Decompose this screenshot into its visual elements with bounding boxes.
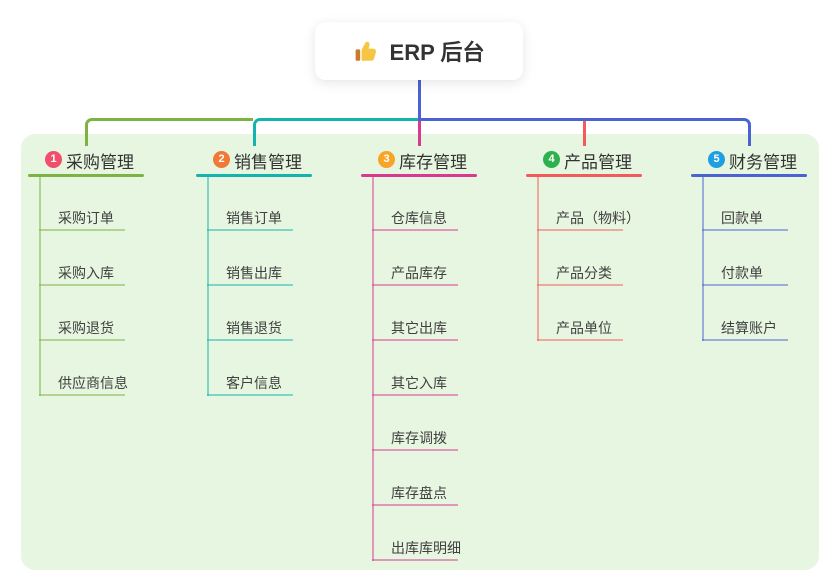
child-node-label[interactable]: 采购订单 — [58, 210, 114, 226]
child-node-underline — [372, 504, 458, 506]
child-node-label[interactable]: 其它入库 — [391, 375, 447, 391]
child-node-underline — [702, 284, 788, 286]
thumbs-up-icon — [354, 38, 380, 64]
child-node-underline — [372, 449, 458, 451]
child-node-label[interactable]: 其它出库 — [391, 320, 447, 336]
child-node-underline — [207, 339, 293, 341]
bus-segment-branch-1 — [84, 118, 253, 146]
branch-title-underline — [196, 174, 312, 177]
branches-panel — [21, 134, 819, 570]
branch-title-underline — [361, 174, 477, 177]
child-node-label[interactable]: 出库库明细 — [391, 540, 461, 556]
child-node-label[interactable]: 回款单 — [721, 210, 763, 226]
child-node-underline — [372, 229, 458, 231]
child-node-label[interactable]: 销售订单 — [226, 210, 282, 226]
branch-number-badge: 4 — [543, 151, 560, 168]
bus-segment-branch-5 — [417, 118, 751, 146]
child-node-label[interactable]: 库存调拨 — [391, 430, 447, 446]
child-node-label[interactable]: 销售出库 — [226, 265, 282, 281]
branch-title-underline — [526, 174, 642, 177]
child-node-label[interactable]: 客户信息 — [226, 375, 282, 391]
child-node-underline — [39, 284, 125, 286]
child-node-underline — [39, 229, 125, 231]
child-node-underline — [39, 339, 125, 341]
child-node-label[interactable]: 产品单位 — [556, 320, 612, 336]
branch-number-badge: 1 — [45, 151, 62, 168]
branch-title-underline — [28, 174, 144, 177]
drop-branch-4 — [582, 121, 586, 146]
branch-title[interactable]: 库存管理 — [399, 153, 467, 172]
branch-title[interactable]: 产品管理 — [564, 153, 632, 172]
branch-title[interactable]: 销售管理 — [234, 153, 302, 172]
child-node-underline — [537, 284, 623, 286]
child-node-underline — [207, 394, 293, 396]
branch-child-connector — [537, 177, 539, 341]
child-node-label[interactable]: 采购退货 — [58, 320, 114, 336]
branch-title[interactable]: 采购管理 — [66, 153, 134, 172]
child-node-label[interactable]: 销售退货 — [226, 320, 282, 336]
child-node-underline — [702, 339, 788, 341]
child-node-underline — [207, 229, 293, 231]
child-node-underline — [39, 394, 125, 396]
child-node-underline — [207, 284, 293, 286]
child-node-underline — [537, 229, 623, 231]
branch-number-badge: 5 — [708, 151, 725, 168]
child-node-label[interactable]: 库存盘点 — [391, 485, 447, 501]
branch-number-badge: 3 — [378, 151, 395, 168]
child-node-underline — [372, 339, 458, 341]
drop-branch-3 — [417, 121, 421, 146]
child-node-label[interactable]: 付款单 — [721, 265, 763, 281]
branch-child-connector — [702, 177, 704, 341]
child-node-label[interactable]: 产品库存 — [391, 265, 447, 281]
branch-child-connector — [372, 177, 374, 561]
branch-number-badge: 2 — [213, 151, 230, 168]
root-node[interactable]: ERP 后台 — [315, 22, 523, 80]
branch-title[interactable]: 财务管理 — [729, 153, 797, 172]
branch-child-connector — [207, 177, 209, 396]
child-node-underline — [372, 394, 458, 396]
child-node-underline — [372, 284, 458, 286]
child-node-underline — [537, 339, 623, 341]
bus-segment-branch-2 — [252, 118, 418, 146]
child-node-label[interactable]: 供应商信息 — [58, 375, 128, 391]
child-node-label[interactable]: 结算账户 — [721, 320, 777, 336]
root-connector — [417, 80, 421, 121]
branch-child-connector — [39, 177, 41, 396]
root-label: ERP 后台 — [389, 40, 485, 65]
child-node-label[interactable]: 仓库信息 — [391, 210, 447, 226]
child-node-label[interactable]: 产品分类 — [556, 265, 612, 281]
branch-title-underline — [691, 174, 807, 177]
child-node-underline — [372, 559, 458, 561]
child-node-underline — [702, 229, 788, 231]
child-node-label[interactable]: 产品（物料） — [556, 210, 640, 226]
child-node-label[interactable]: 采购入库 — [58, 265, 114, 281]
